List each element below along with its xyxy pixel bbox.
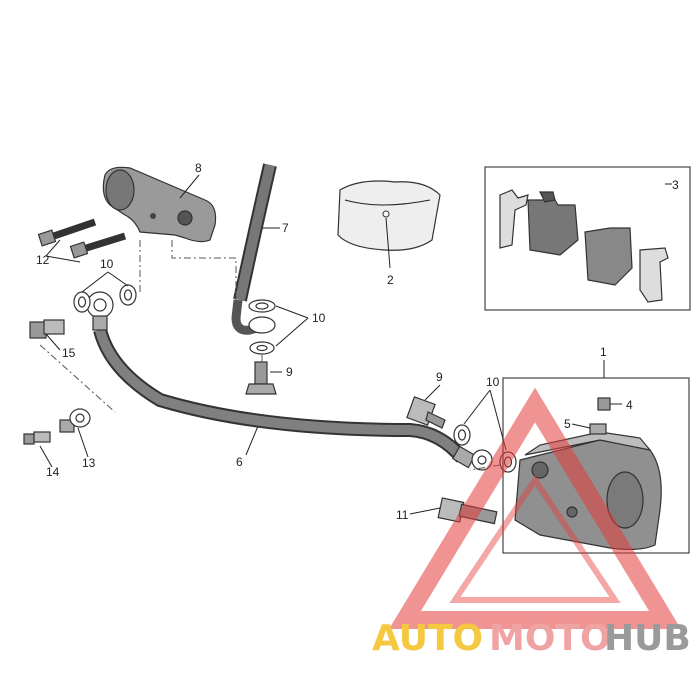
callout-11: 11 xyxy=(396,508,409,522)
callout-10-center: 10 xyxy=(312,311,326,325)
callout-4: 4 xyxy=(626,398,633,412)
callout-9-right: 9 xyxy=(436,370,443,384)
callout-14: 14 xyxy=(46,465,60,479)
callout-13: 13 xyxy=(82,456,96,470)
callout-15: 15 xyxy=(62,346,76,360)
callout-7: 7 xyxy=(282,221,289,235)
master-cylinder xyxy=(102,166,217,243)
washers-upper-left xyxy=(73,284,137,313)
fitting-15 xyxy=(29,319,65,339)
callout-5: 5 xyxy=(564,417,571,431)
watermark-logo: AUTO MOTO HUB xyxy=(372,387,691,659)
callout-6: 6 xyxy=(236,455,243,469)
callout-12: 12 xyxy=(36,253,50,267)
leader-lines xyxy=(39,174,672,515)
washers-center xyxy=(248,299,276,355)
brake-hose-upper xyxy=(231,163,277,335)
banjo-bolt-right xyxy=(406,396,446,429)
fitting-13 xyxy=(59,408,91,433)
brake-hose-main xyxy=(86,291,493,471)
callout-1: 1 xyxy=(600,345,607,359)
watermark-auto: AUTO xyxy=(372,618,483,659)
spare-parts-bag xyxy=(337,180,441,251)
banjo-bolt-center xyxy=(245,361,277,395)
bolts-12 xyxy=(37,218,127,259)
watermark-moto: MOTO xyxy=(489,618,611,659)
callout-3: 3 xyxy=(672,178,679,192)
callout-9-center: 9 xyxy=(286,365,293,379)
brake-pad-kit-box xyxy=(484,166,691,311)
callout-10-right: 10 xyxy=(486,375,500,389)
callout-labels: 1 2 3 4 5 6 7 8 9 9 10 10 10 11 12 13 14… xyxy=(36,161,679,522)
watermark-hub: HUB xyxy=(604,618,691,659)
callout-10-left: 10 xyxy=(100,257,114,271)
callout-2: 2 xyxy=(387,273,394,287)
callout-8: 8 xyxy=(195,161,202,175)
bleed-screw-14 xyxy=(23,431,51,445)
